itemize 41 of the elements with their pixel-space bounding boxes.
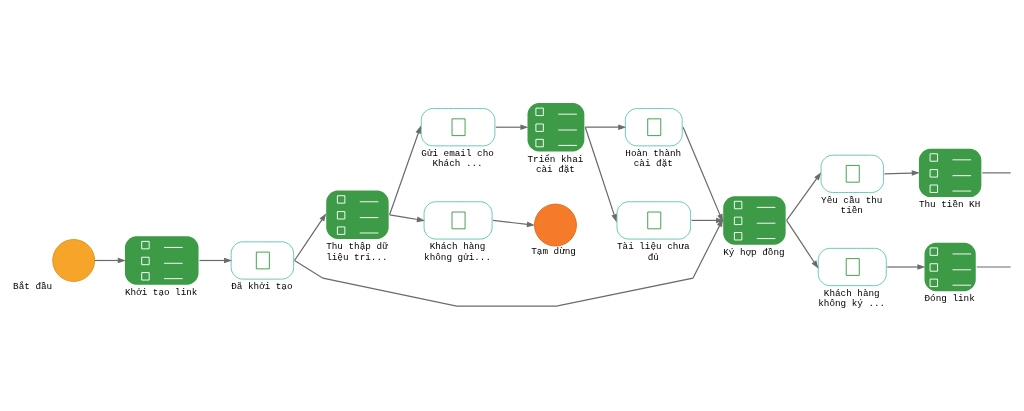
node-box xyxy=(924,242,976,292)
arrow xyxy=(198,257,233,264)
arrow xyxy=(495,124,529,131)
node-label: Ký hợp đồng xyxy=(723,246,785,258)
node-label: Tài liệu chưa đủ xyxy=(616,241,690,263)
node-label: Đã khởi tạo xyxy=(231,281,293,293)
arrow xyxy=(584,124,627,131)
arrow xyxy=(492,219,535,228)
node-box xyxy=(918,148,982,198)
node-label: Bắt đầu xyxy=(13,280,53,292)
node-label: Yêu cầu thu tiền xyxy=(821,194,883,216)
arrow xyxy=(388,125,421,216)
arrow xyxy=(94,257,126,264)
arrow xyxy=(785,219,819,269)
node-box xyxy=(124,236,199,285)
node-label: Gửi email cho Khách ... xyxy=(421,148,494,170)
node-label: Đóng link xyxy=(924,293,975,305)
arrow xyxy=(584,126,617,223)
connector xyxy=(981,172,1012,174)
arrow xyxy=(293,218,724,307)
node-label: Hoàn thành cài đặt xyxy=(625,148,682,170)
node-label: Triển khai cài đặt xyxy=(527,153,584,175)
arrow xyxy=(388,214,425,223)
node-box xyxy=(723,196,786,245)
node-box xyxy=(527,103,585,152)
arrow xyxy=(293,213,327,262)
node-label: Khách hàng không gửi... xyxy=(424,241,492,263)
arrow xyxy=(886,264,926,270)
arrow xyxy=(785,172,822,221)
node-circle xyxy=(52,239,96,282)
arrow xyxy=(690,217,725,224)
node-label: Khách hàng không ký ... xyxy=(818,287,886,310)
node-circle xyxy=(534,203,577,247)
node-label: Tạm dừng xyxy=(531,245,576,257)
arrow xyxy=(883,170,920,176)
node-box xyxy=(326,190,389,240)
node-label: Khởi tạo link xyxy=(124,286,198,298)
node-label: Thu thập dữ liệu tri... xyxy=(326,241,388,263)
connector xyxy=(976,266,1012,268)
arrow xyxy=(682,126,723,223)
node-label: Thu tiền KH xyxy=(918,199,981,211)
